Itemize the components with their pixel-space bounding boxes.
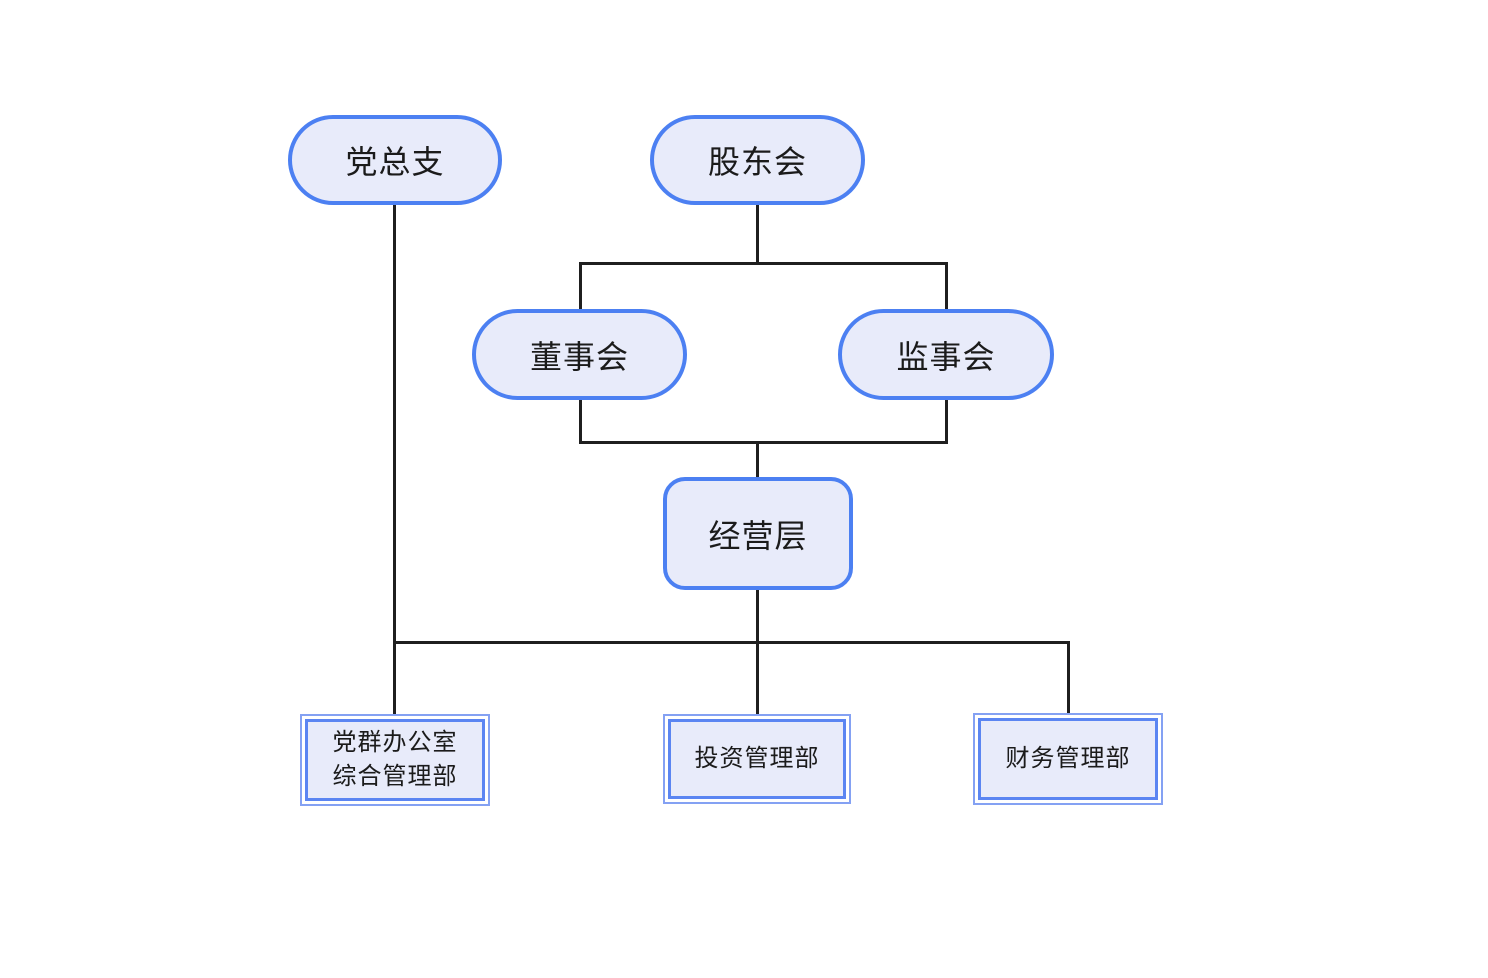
connector-party-branch-down [392, 204, 396, 716]
connector-to-management [755, 441, 759, 478]
node-label: 监事会 [896, 338, 996, 375]
connector-management-down [755, 589, 759, 644]
node-label-line2: 综合管理部 [332, 763, 458, 790]
node-board-of-directors: 董事会 [472, 309, 687, 400]
node-party-mass-office: 党群办公室 综合管理部 [300, 714, 490, 806]
connector-supervisors-down [944, 399, 948, 444]
node-party-branch: 党总支 [288, 115, 502, 205]
node-investment-dept: 投资管理部 [663, 714, 851, 804]
node-label: 财务管理部 [1005, 745, 1131, 772]
node-board-of-supervisors: 监事会 [838, 309, 1054, 400]
connector-bottom-horizontal [392, 641, 1070, 644]
connector-shareholders-down [755, 205, 759, 265]
node-finance-dept: 财务管理部 [973, 713, 1163, 805]
node-label: 董事会 [529, 338, 629, 375]
connector-to-directors [578, 262, 582, 310]
connector-to-investment [755, 641, 759, 716]
node-label: 股东会 [707, 144, 807, 180]
connector-top-horizontal [579, 262, 947, 265]
node-management-level: 经营层 [663, 477, 853, 590]
node-label: 党总支 [345, 144, 445, 180]
node-shareholders-meeting: 股东会 [650, 115, 865, 205]
node-label: 经营层 [708, 517, 808, 554]
node-label-line1: 党群办公室 [332, 729, 458, 756]
connector-to-supervisors [944, 262, 948, 310]
node-label: 投资管理部 [694, 745, 820, 772]
connector-directors-down [578, 399, 582, 444]
connector-to-finance [1066, 641, 1070, 715]
connector-mid-horizontal [579, 441, 947, 444]
